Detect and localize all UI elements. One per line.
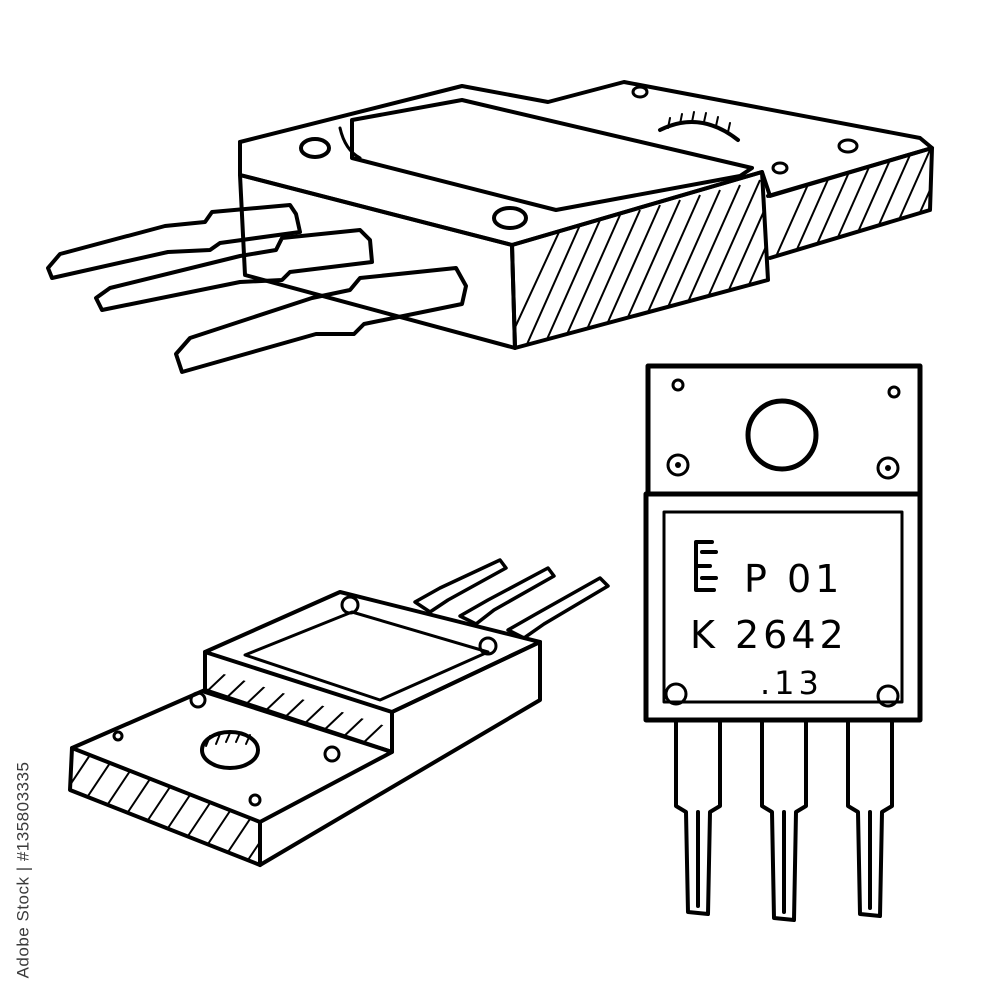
transistor-front-standing: P 01 K 2642 .13	[643, 363, 923, 922]
transistor-left-leads	[413, 558, 610, 640]
marking-line-3: .13	[760, 664, 823, 702]
marking-line-2: K 2642	[690, 613, 848, 657]
stock-id-text: Adobe Stock | #135803335	[13, 761, 32, 979]
stock-id-label: Adobe Stock | #135803335	[8, 760, 38, 980]
transistor-top-leads	[46, 203, 468, 374]
transistor-front-leads	[674, 720, 894, 922]
marking-line-1: P 01	[744, 557, 843, 601]
transistor-bottom-left-flat	[68, 558, 610, 867]
transistor-top-flat	[46, 80, 934, 374]
